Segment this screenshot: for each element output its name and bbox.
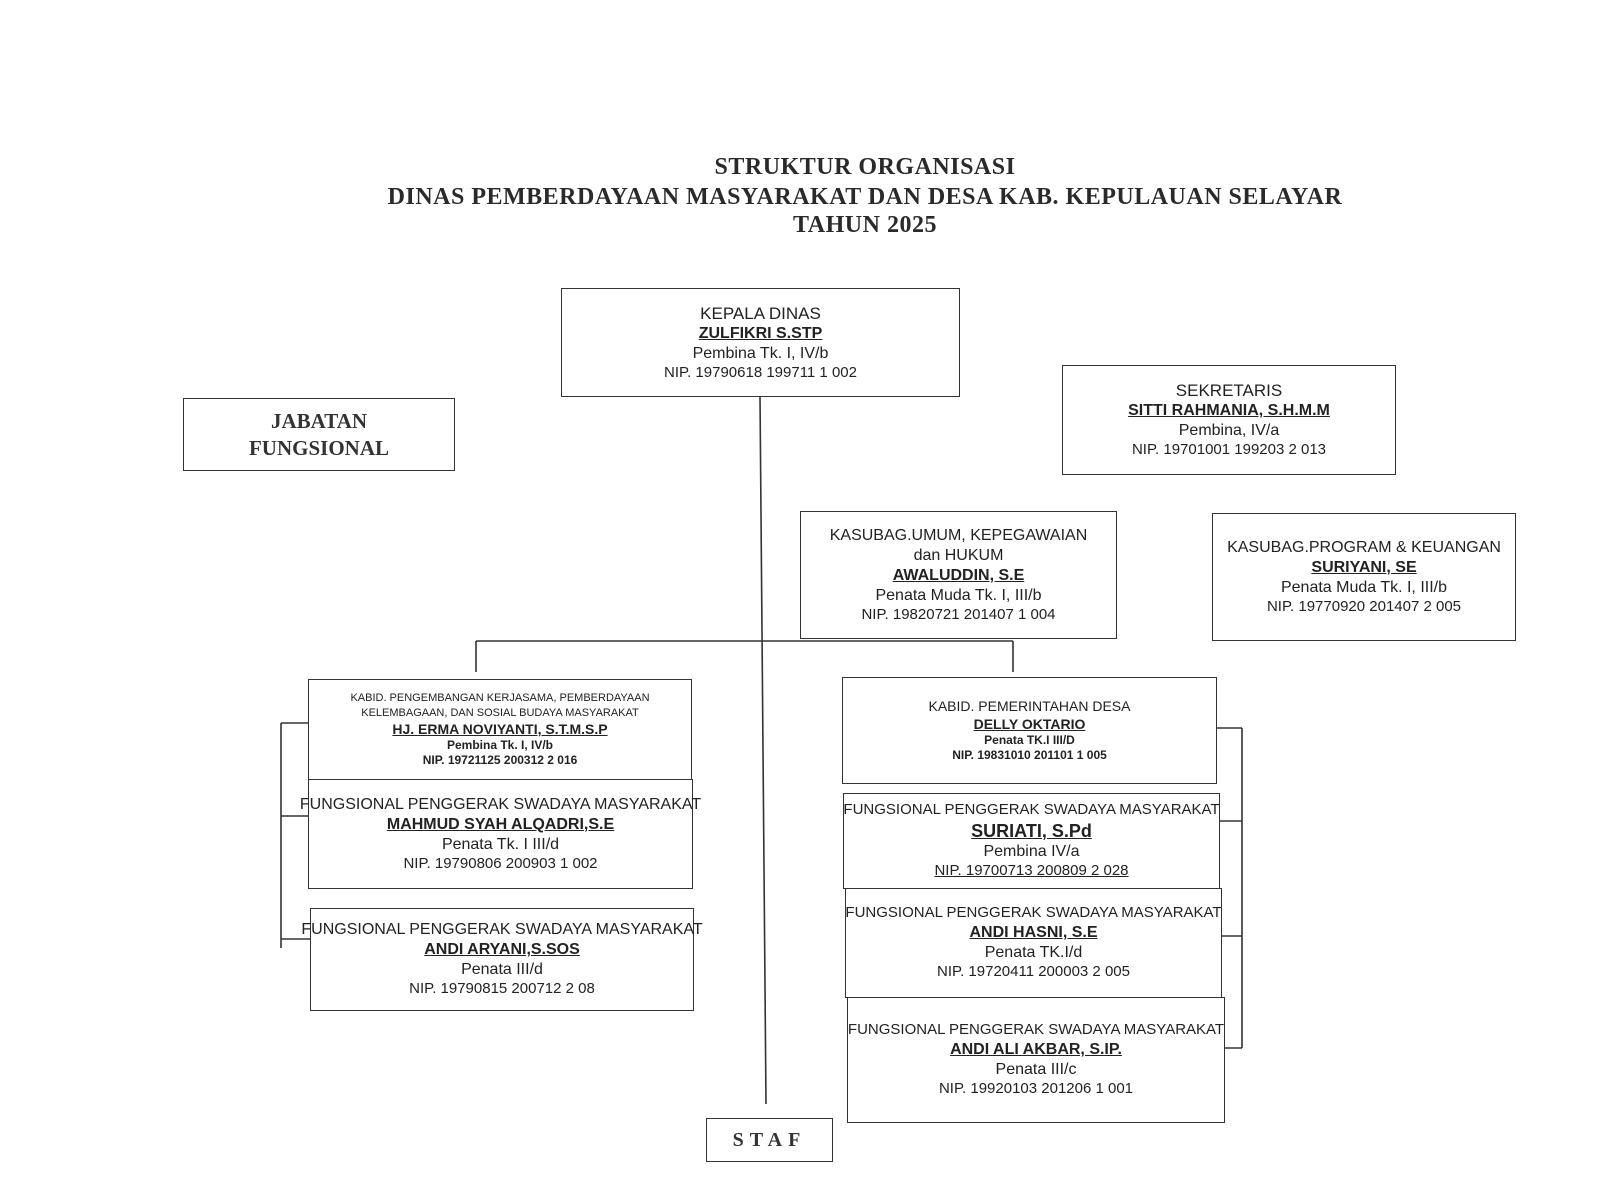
kabid-kerjasama-name: HJ. ERMA NOVIYANTI, S.T.M.S.P: [392, 720, 608, 737]
chart-title-line3: TAHUN 2025: [793, 212, 937, 238]
kabid-pemdes-role: KABID. PEMERINTAHAN DESA: [928, 698, 1131, 714]
main-vertical-line: [759, 395, 767, 1105]
kasubag-program-box: KASUBAG.PROGRAM & KEUANGAN SURIYANI, SE …: [1212, 513, 1516, 641]
fungsional-left-name-1: MAHMUD SYAH ALQADRI,S.E: [386, 815, 615, 833]
jabatan-fungsional-line1: JABATAN: [270, 409, 368, 434]
chart-title-line1: STRUKTUR ORGANISASI: [714, 154, 1016, 180]
fungsional-right-nip-1: NIP. 19700713 200809 2 028: [934, 862, 1129, 880]
fungsional-right-rank-3: Penata III/c: [995, 1061, 1077, 1078]
kepala-dinas-box: KEPALA DINAS ZULFIKRI S.STP Pembina Tk. …: [561, 288, 960, 397]
kasubag-umum-rank: Penata Muda Tk. I, III/b: [875, 586, 1042, 604]
fungsional-right-name-1: SURIATI, S.Pd: [971, 820, 1092, 841]
kasubag-umum-role-line1: KASUBAG.UMUM, KEPEGAWAIAN: [829, 526, 1088, 544]
fungsional-right-box-3: FUNGSIONAL PENGGERAK SWADAYA MASYARAKAT …: [847, 997, 1225, 1123]
fungsional-left-rank-1: Penata Tk. I III/d: [441, 835, 560, 853]
kasubag-umum-box: KASUBAG.UMUM, KEPEGAWAIAN dan HUKUM AWAL…: [800, 511, 1117, 639]
kepala-rank: Pembina Tk. I, IV/b: [692, 344, 829, 362]
kabid-pemdes-box: KABID. PEMERINTAHAN DESA DELLY OKTARIO P…: [842, 677, 1217, 784]
fungsional-left-role-1: FUNGSIONAL PENGGERAK SWADAYA MASYARAKAT: [299, 795, 702, 813]
fungsional-left-box-2: FUNGSIONAL PENGGERAK SWADAYA MASYARAKAT …: [301, 908, 703, 1011]
fungsional-right-role-1: FUNGSIONAL PENGGERAK SWADAYA MASYARAKAT: [843, 801, 1220, 818]
fungsional-left-rank-2: Penata III/d: [461, 961, 543, 979]
kabid-kerjasama-box: KABID. PENGEMBANGAN KERJASAMA, PEMBERDAY…: [308, 679, 692, 780]
fungsional-left-role-2: FUNGSIONAL PENGGERAK SWADAYA MASYARAKAT: [301, 921, 703, 939]
kabid-pemdes-nip: NIP. 19831010 201101 1 005: [952, 748, 1107, 762]
jabatan-fungsional-box: JABATAN FUNGSIONAL: [183, 398, 455, 471]
sekretaris-nip: NIP. 19701001 199203 2 013: [1131, 441, 1327, 459]
kabid-kerjasama-rank: Pembina Tk. I, IV/b: [446, 738, 554, 753]
kabid-pemdes-name: DELLY OKTARIO: [973, 715, 1086, 732]
sekretaris-name: SITTI RAHMANIA, S.H.M.M: [1128, 402, 1330, 420]
fungsional-right-name-3: ANDI ALI AKBAR, S.IP.: [950, 1041, 1122, 1058]
kabid-kerjasama-nip: NIP. 19721125 200312 2 016: [422, 753, 578, 768]
kepala-role: KEPALA DINAS: [700, 303, 821, 323]
kasubag-umum-nip: NIP. 19820721 201407 1 004: [861, 605, 1056, 623]
fungsional-right-name-2: ANDI HASNI, S.E: [969, 924, 1098, 941]
kasubag-program-nip: NIP. 19770920 201407 2 005: [1266, 597, 1462, 615]
fungsional-right-box-2: FUNGSIONAL PENGGERAK SWADAYA MASYARAKAT …: [845, 888, 1222, 998]
fungsional-right-rank-1: Pembina IV/a: [983, 843, 1080, 861]
kabid-pemdes-rank: Penata TK.I III/D: [984, 733, 1075, 747]
kasubag-umum-role-line2: dan HUKUM: [913, 546, 1004, 564]
fungsional-right-role-3: FUNGSIONAL PENGGERAK SWADAYA MASYARAKAT: [847, 1021, 1225, 1039]
fungsional-left-box-1: FUNGSIONAL PENGGERAK SWADAYA MASYARAKAT …: [300, 779, 701, 889]
kepala-name: ZULFIKRI S.STP: [698, 324, 823, 342]
kepala-nip: NIP. 19790618 199711 1 002: [664, 363, 857, 381]
fungsional-right-nip-3: NIP. 19920103 201206 1 001: [938, 1080, 1134, 1097]
kasubag-program-name: SURIYANI, SE: [1311, 558, 1417, 576]
kabid-kerjasama-role-line1: KABID. PENGEMBANGAN KERJASAMA, PEMBERDAY…: [350, 691, 650, 704]
fungsional-right-rank-2: Penata TK.I/d: [984, 944, 1083, 961]
fungsional-left-nip-2: NIP. 19790815 200712 2 08: [409, 980, 595, 998]
kasubag-program-rank: Penata Muda Tk. I, III/b: [1280, 578, 1447, 596]
fungsional-right-nip-2: NIP. 19720411 200003 2 005: [937, 963, 1130, 980]
fungsional-left-name-2: ANDI ARYANI,S.SOS: [424, 941, 580, 959]
kasubag-umum-name: AWALUDDIN, S.E: [892, 566, 1025, 584]
staf-box: STAF: [706, 1118, 833, 1162]
kabid-kerjasama-role-line2: KELEMBAGAAN, DAN SOSIAL BUDAYA MASYARAKA…: [361, 706, 639, 719]
kasubag-program-role: KASUBAG.PROGRAM & KEUANGAN: [1227, 538, 1501, 556]
fungsional-left-nip-1: NIP. 19790806 200903 1 002: [403, 854, 598, 872]
jabatan-fungsional-line2: FUNGSIONAL: [248, 435, 390, 460]
fungsional-right-role-2: FUNGSIONAL PENGGERAK SWADAYA MASYARAKAT: [845, 904, 1222, 922]
sekretaris-box: SEKRETARIS SITTI RAHMANIA, S.H.M.M Pembi…: [1062, 365, 1396, 475]
sekretaris-rank: Pembina, IV/a: [1178, 422, 1280, 440]
chart-title-line2: DINAS PEMBERDAYAAN MASYARAKAT DAN DESA K…: [387, 184, 1343, 210]
fungsional-right-box-1: FUNGSIONAL PENGGERAK SWADAYA MASYARAKAT …: [843, 793, 1220, 889]
staf-label: STAF: [732, 1128, 807, 1151]
sekretaris-role: SEKRETARIS: [1175, 381, 1283, 400]
